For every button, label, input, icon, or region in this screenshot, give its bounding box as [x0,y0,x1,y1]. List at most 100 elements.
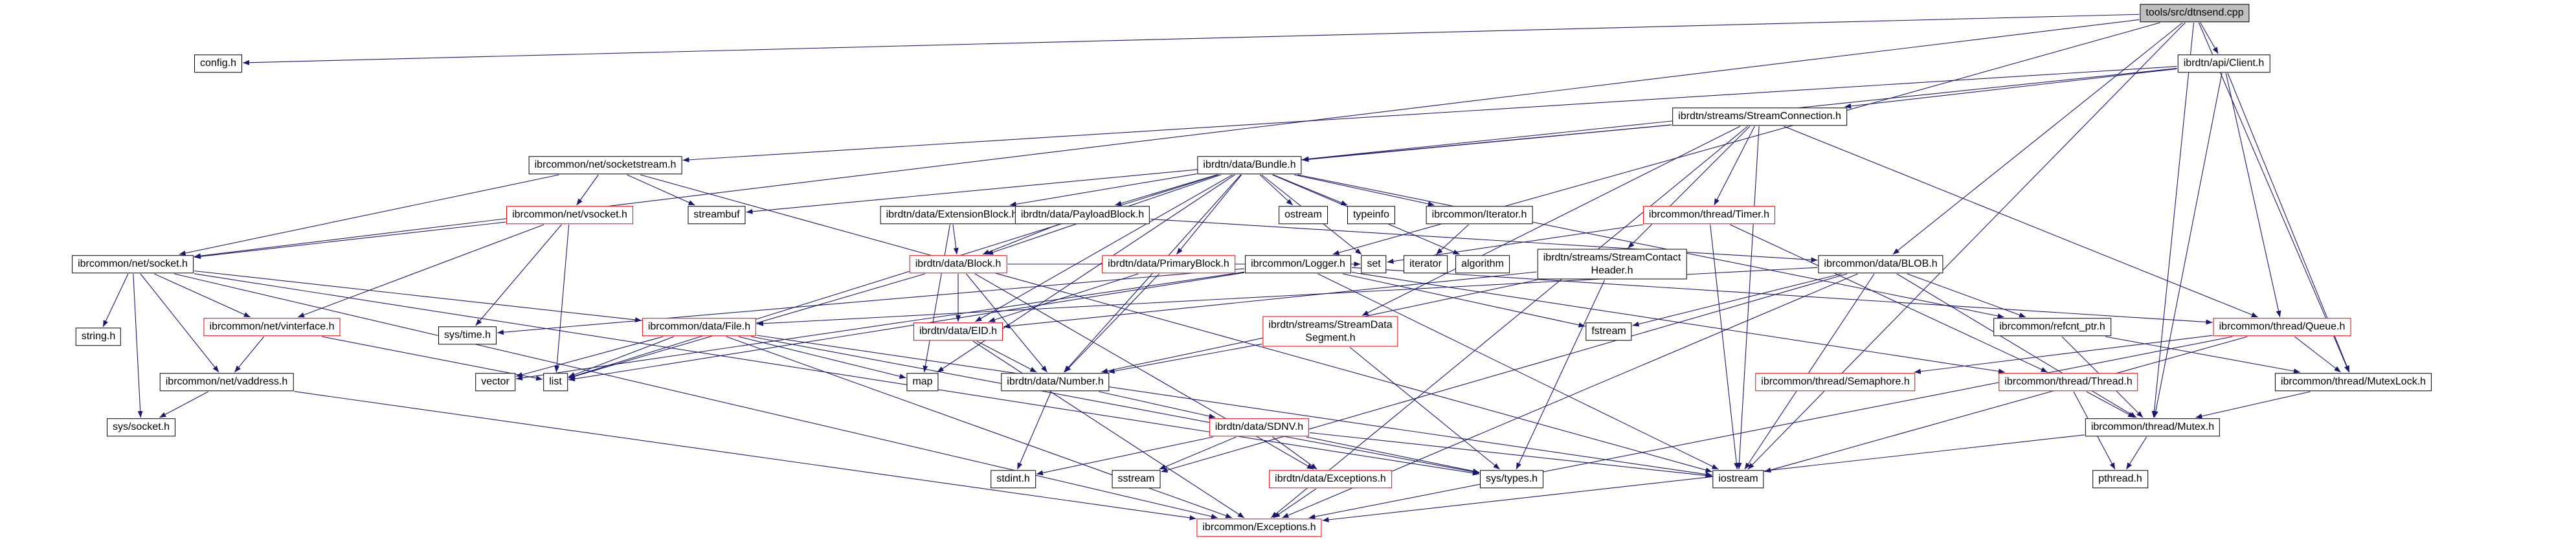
include-edge-client-to-mutex [2153,73,2223,418]
include-edge-root-to-blob [1892,22,2183,255]
include-edge-contactheader-to-systypes [1516,280,1606,470]
include-edge-bundle-to-number [1063,174,1242,373]
include-edge-thread-to-mutex [2086,391,2135,418]
graph-node-sdnv[interactable]: ibrdtn/data/SDNV.h [1209,418,1310,436]
include-edge-timer-to-thread [1730,224,2048,373]
include-edge-sdnv-to-sstream [1159,436,1237,470]
include-edge-vsocket-to-list [554,224,570,373]
graph-node-eid[interactable]: ibrdtn/data/EID.h [913,322,1003,340]
include-edge-blob-to-sstream [1161,273,1848,473]
include-edge-logger-to-queue [1351,267,2213,325]
graph-node-sds[interactable]: ibrdtn/streams/StreamData Segment.h [1262,316,1398,347]
include-edge-socket-to-syssocket [133,273,143,418]
graph-node-contactheader: ibrdtn/streams/StreamContact Header.h [1537,249,1687,280]
include-edge-payloadblock-to-blob [1150,218,1818,263]
graph-node-payloadblock: ibrdtn/data/PayloadBlock.h [1014,206,1150,224]
include-edge-mutex-to-pthread [2125,436,2147,470]
graph-node-timer[interactable]: ibrcommon/thread/Timer.h [1642,206,1776,224]
graph-node-mutex: ibrcommon/thread/Mutex.h [2085,418,2221,436]
graph-node-vinterface[interactable]: ibrcommon/net/vinterface.h [203,318,341,336]
graph-node-iostream: iostream [1712,470,1764,488]
graph-node-block[interactable]: ibrdtn/data/Block.h [909,255,1007,273]
include-edge-sdnv-to-dtnexceptions [1272,436,1317,470]
include-edge-refcnt-to-mutexlock [2105,336,2300,374]
include-edge-file-to-iostream [756,335,1712,477]
include-edge-bundle-to-ostream [1259,174,1294,206]
include-edge-socket-to-file [194,270,642,322]
graph-node-file[interactable]: ibrcommon/data/File.h [642,318,757,336]
include-edge-socketstream-to-streambuf [627,174,695,206]
graph-node-vaddress: ibrcommon/net/vaddress.h [159,373,294,391]
include-edge-dtnexceptions-to-exceptions [1273,488,1317,519]
include-edge-queue-to-exceptions [1308,336,2233,519]
graph-node-refcnt: ibrcommon/refcnt_ptr.h [1993,318,2111,336]
include-edge-root-to-mutex [2151,22,2195,418]
graph-node-iteratorh: ibrcommon/Iterator.h [1426,206,1533,224]
include-edge-bundle-to-extblock [1009,173,1197,207]
include-edge-iteratorh-to-iterator [1436,224,1469,255]
include-edge-streamconn-to-exceptions [1270,126,1749,519]
include-edge-root-to-client [2200,22,2219,54]
include-edge-bundle-to-iteratorh [1294,174,1435,207]
include-edge-streamconn-to-sds [1361,126,1741,316]
graph-node-socketstream: ibrcommon/net/socketstream.h [528,156,682,174]
graph-node-extblock: ibrdtn/data/ExtensionBlock.h [880,206,1024,224]
include-edge-queue-to-mutexlock [2294,336,2341,373]
include-edge-root-to-socket [194,19,2140,259]
include-edge-file-to-vector [515,336,664,377]
include-edge-timer-to-iostream [1710,224,1740,470]
include-edge-bundle-to-primaryblock [1176,174,1242,255]
graph-node-stringh: string.h [75,328,122,346]
graph-node-streambuf: streambuf [688,206,746,224]
include-edge-socket-to-exceptions [174,273,1218,519]
graph-node-socket: ibrcommon/net/socket.h [72,255,194,273]
include-edge-client-to-queue [2225,73,2281,318]
graph-node-primaryblock[interactable]: ibrdtn/data/PrimaryBlock.h [1102,255,1235,273]
include-edge-root-to-mutexlock [2198,22,2350,373]
include-edge-blob-to-iostream [1744,273,1875,470]
include-edge-socket-to-vinterface [153,273,251,318]
include-edge-payloadblock-to-block [982,224,1058,255]
include-edge-vaddress-to-syssocket [159,391,208,418]
graph-node-blob: ibrcommon/data/BLOB.h [1818,255,1943,273]
include-edge-block-to-number [965,273,1048,373]
include-edge-number-to-sdnv [1099,391,1216,419]
graph-node-typeinfo: typeinfo [1347,206,1396,224]
graph-node-sstream: sstream [1112,470,1161,488]
include-edge-contactheader-to-eid [1003,271,1537,329]
graph-node-thread[interactable]: ibrcommon/thread/Thread.h [1999,373,2138,391]
graph-node-vsocket[interactable]: ibrcommon/net/vsocket.h [506,206,633,224]
graph-node-config: config.h [194,54,243,73]
include-edge-socket-to-stringh [102,273,129,328]
include-edge-streamconn-to-queue [1783,126,2259,318]
include-edge-vsocket-to-socket [194,221,506,260]
include-edge-socketstream-to-vsocket [576,174,599,206]
include-edge-sdnv-to-iostream [1309,432,1712,478]
graph-node-streamconn: ibrdtn/streams/StreamConnection.h [1672,107,1847,126]
graph-node-bundle: ibrdtn/data/Bundle.h [1197,156,1302,174]
graph-node-number: ibrdtn/data/Number.h [1001,373,1110,391]
include-edge-sds-to-number [1108,343,1262,374]
graph-node-client: ibrdtn/api/Client.h [2177,54,2270,73]
graph-node-semaphore[interactable]: ibrcommon/thread/Semaphore.h [1755,373,1916,391]
graph-node-map: map [906,373,939,391]
include-edge-streamconn-to-timer [1714,126,1755,206]
include-edge-bundle-to-eid [975,174,1233,322]
include-edge-logger-to-systime [497,268,1245,335]
include-edge-mutex-to-exceptions [1322,434,2085,522]
graph-node-ostream: ostream [1279,206,1328,224]
include-edge-primaryblock-to-number [1064,273,1159,373]
include-edge-blob-to-mutex [1896,273,2137,418]
include-edge-primaryblock-to-eid [988,273,1139,322]
include-edge-socketstream-to-socket [179,174,559,256]
include-edge-extblock-to-map [923,224,950,373]
include-edge-socket-to-vaddress [140,273,219,373]
graph-node-queue[interactable]: ibrcommon/thread/Queue.h [2213,318,2351,336]
include-edge-eid-to-exceptions [972,340,1245,519]
graph-node-dtnexceptions[interactable]: ibrdtn/data/Exceptions.h [1269,470,1392,488]
include-edge-extblock-to-block [952,224,959,255]
graph-node-exceptions[interactable]: ibrcommon/Exceptions.h [1196,519,1322,537]
graph-node-algorithm: algorithm [1455,255,1510,273]
include-edge-sds-to-systypes [1349,347,1500,470]
